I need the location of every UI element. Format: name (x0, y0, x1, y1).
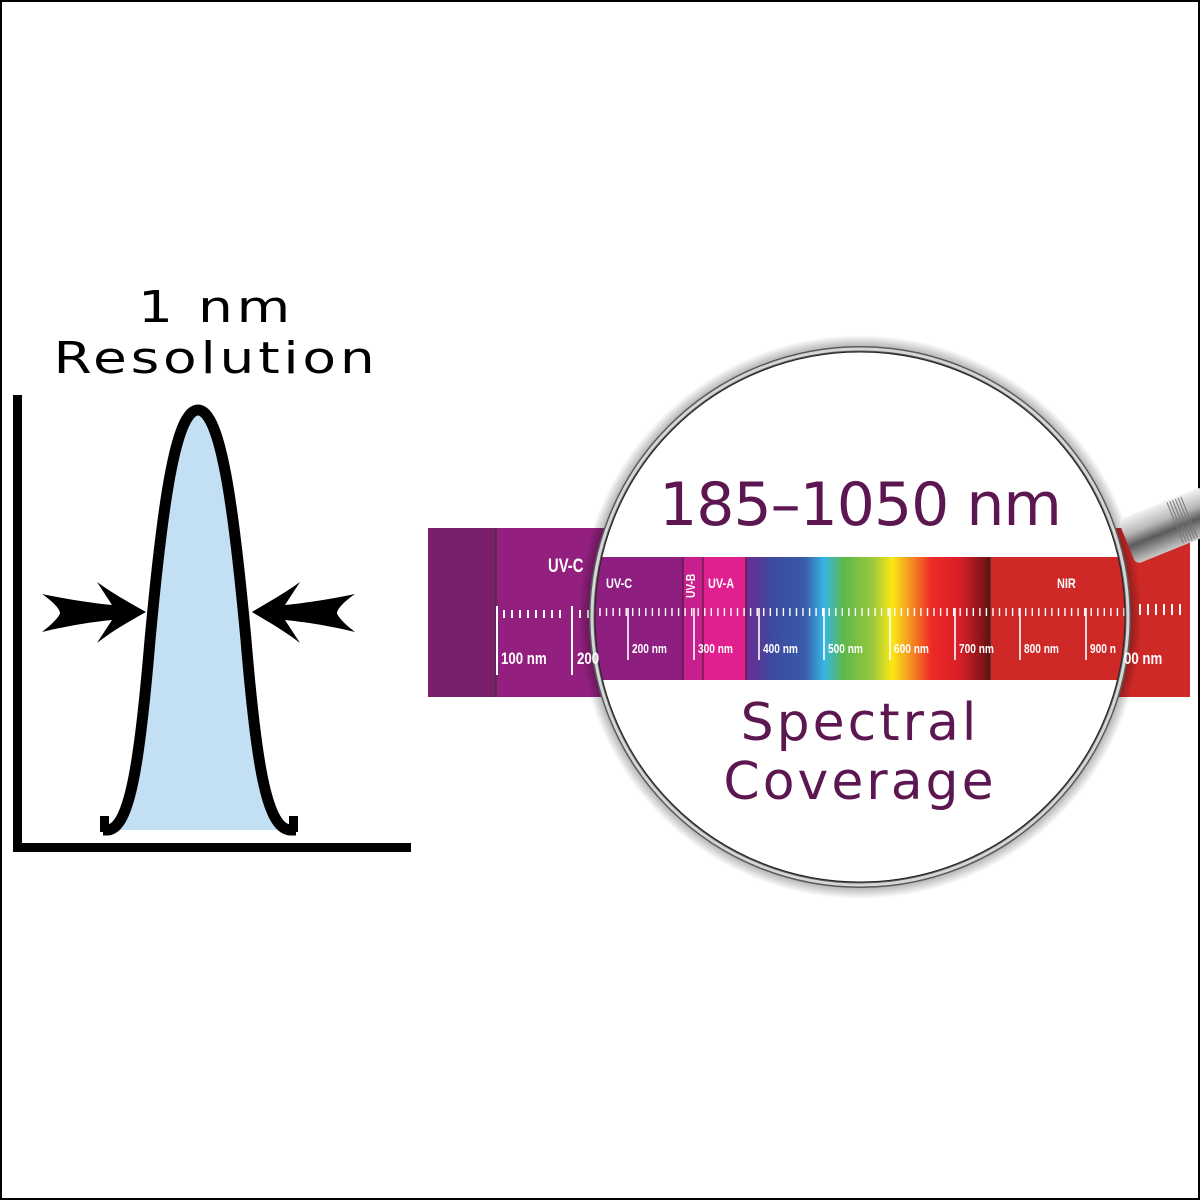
magnifier-handle (1119, 488, 1200, 563)
x-axis (13, 843, 411, 852)
resolution-title-line1: 1 nm (138, 282, 294, 333)
peak-fill (106, 410, 292, 830)
tick-label-900: 900 n (1090, 641, 1116, 656)
caption-line1: Spectral (740, 693, 980, 753)
tick-label-500: 500 nm (828, 641, 863, 656)
tick-label-800: 800 nm (1024, 641, 1059, 656)
bg-band-label-uvc: UV-C (548, 556, 584, 577)
band-label-uvc: UV-C (606, 575, 633, 591)
tick-label-300: 300 nm (698, 641, 733, 656)
peak-outline (102, 404, 296, 836)
tick-label-600: 600 nm (894, 641, 929, 656)
tick-label-400: 400 nm (763, 641, 798, 656)
band-label-nir: NIR (1057, 575, 1076, 591)
gaussian-peak-graph (13, 395, 411, 852)
band-label-uvb: UV-B (683, 573, 698, 598)
bg-tick-label-1000: 00 nm (1124, 649, 1163, 668)
y-axis (13, 395, 22, 852)
spectrum-bar-magnified (594, 557, 1126, 680)
tick-label-200: 200 nm (632, 641, 667, 656)
arrow-right-icon (42, 582, 146, 643)
arrow-left-icon (252, 582, 355, 643)
caption-line2: Coverage (723, 752, 997, 812)
bg-tick-label-200: 200 (577, 649, 600, 668)
resolution-title-line2: Resolution (53, 333, 379, 384)
bg-tick-label-100: 100 nm (501, 649, 547, 668)
spectral-range-label: 185–1050 nm (659, 470, 1062, 540)
tick-label-700: 700 nm (959, 641, 994, 656)
band-label-uva: UV-A (708, 575, 735, 591)
